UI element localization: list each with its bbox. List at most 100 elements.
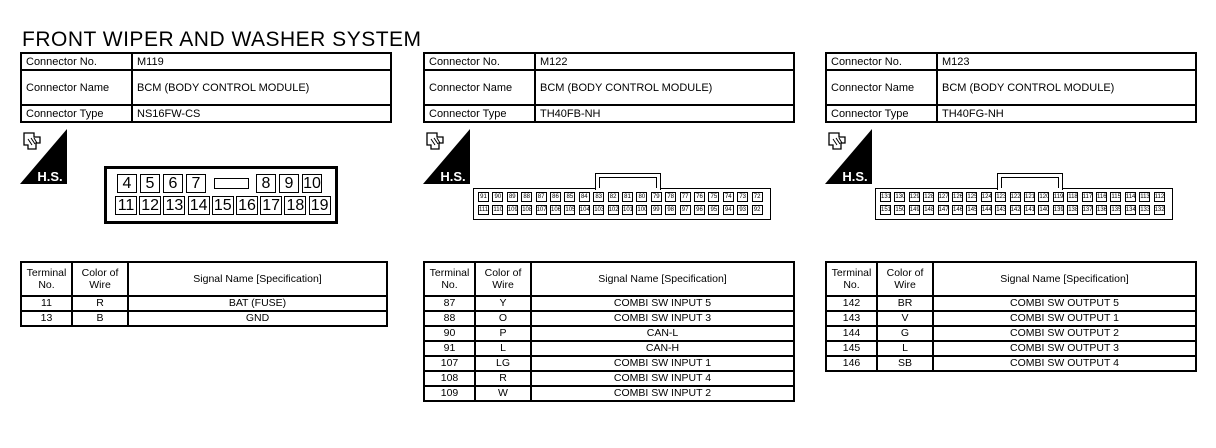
connector-latch [595, 173, 661, 190]
connector-pin: 8 [256, 174, 276, 193]
signal-name-cell: CAN-L [530, 325, 795, 342]
signal-name-header: Signal Name [Specification] [530, 261, 795, 297]
hs-label: H.S. [842, 169, 867, 184]
connector-no-label: Connector No. [423, 52, 536, 71]
connector-pin: 79 [650, 192, 662, 202]
connector-name-label: Connector Name [20, 69, 133, 106]
connector-pin: 116 [1096, 192, 1107, 202]
connector-name-value: BCM (BODY CONTROL MODULE) [534, 69, 795, 106]
connector-info-table: Connector No. M123 Connector Name BCM (B… [825, 52, 1197, 123]
connector-pin: 145 [966, 205, 978, 215]
connector-pin: 5 [140, 174, 160, 193]
connector-pin: 102 [607, 205, 619, 215]
connector-type-label: Connector Type [20, 104, 133, 123]
terminal-cell: 13 [20, 310, 73, 327]
connector-pin: 92 [751, 205, 763, 215]
table-row: 88 O COMBI SW INPUT 3 [423, 310, 795, 327]
wire-color-cell: W [474, 385, 532, 402]
connector-pin: 75 [708, 192, 720, 202]
connector-pin: 106 [550, 205, 561, 215]
connector-pin: 141 [1024, 205, 1035, 215]
table-row: 142 BR COMBI SW OUTPUT 5 [825, 295, 1197, 312]
connector-pin: 74 [722, 192, 734, 202]
connector-key [210, 174, 253, 193]
table-row: 143 V COMBI SW OUTPUT 1 [825, 310, 1197, 327]
connector-type-value: TH40FG-NH [936, 104, 1197, 123]
terminal-cell: 144 [825, 325, 878, 342]
connector-pin: 10 [302, 174, 322, 193]
terminal-cell: 107 [423, 355, 476, 372]
signal-name-cell: BAT (FUSE) [127, 295, 388, 312]
connector-pin: 109 [506, 205, 518, 215]
connector-pin: 110 [492, 205, 504, 215]
connector-pin: 105 [564, 205, 576, 215]
connector-pin: 108 [521, 205, 533, 215]
connector-pin: 119 [1052, 192, 1064, 202]
connector-type-value: NS16FW-CS [131, 104, 392, 123]
connector-pin: 90 [492, 192, 504, 202]
connector-no-label: Connector No. [825, 52, 938, 71]
connector-pin: 83 [593, 192, 605, 202]
terminal-cell: 142 [825, 295, 878, 312]
terminal-no-header: Terminal No. [20, 261, 73, 297]
connector-pin: 107 [535, 205, 547, 215]
connector-pin: 88 [521, 192, 533, 202]
connector-pin: 134 [1124, 205, 1136, 215]
connector-pin: 82 [607, 192, 619, 202]
table-row: 107 LG COMBI SW INPUT 1 [423, 355, 795, 372]
connector-pin: 99 [650, 205, 662, 215]
connector-pin: 139 [1052, 205, 1064, 215]
connector-no-label: Connector No. [20, 52, 133, 71]
connector-pin: 120 [1038, 192, 1050, 202]
connector-pin: 117 [1081, 192, 1093, 202]
connector-no-value: M123 [936, 52, 1197, 71]
signal-name-cell: COMBI SW OUTPUT 2 [932, 325, 1197, 342]
signal-table: Terminal No. Color of Wire Signal Name [… [20, 261, 388, 327]
signal-name-cell: COMBI SW OUTPUT 1 [932, 310, 1197, 327]
color-of-wire-header: Color of Wire [71, 261, 129, 297]
signal-name-cell: COMBI SW INPUT 4 [530, 370, 795, 387]
signal-table: Terminal No. Color of Wire Signal Name [… [825, 261, 1197, 372]
connector-pin: 142 [1009, 205, 1021, 215]
connector-pin: 118 [1067, 192, 1079, 202]
terminal-cell: 145 [825, 340, 878, 357]
connector-pin: 138 [1067, 205, 1079, 215]
color-of-wire-header: Color of Wire [474, 261, 532, 297]
connector-pin: 15 [211, 196, 234, 215]
table-row: 108 R COMBI SW INPUT 4 [423, 370, 795, 387]
wire-color-cell: R [474, 370, 532, 387]
signal-name-cell: COMBI SW INPUT 3 [530, 310, 795, 327]
wire-color-cell: LG [474, 355, 532, 372]
harness-side-icon: H.S. [825, 129, 872, 184]
connector-pin: 17 [260, 196, 283, 215]
connector-pin: 133 [1139, 205, 1151, 215]
connector-pin: 97 [679, 205, 691, 215]
connector-pin: 72 [751, 192, 763, 202]
connector-pin: 80 [636, 192, 648, 202]
signal-name-cell: COMBI SW INPUT 1 [530, 355, 795, 372]
connector-pin: 87 [535, 192, 547, 202]
connector-type-label: Connector Type [825, 104, 938, 123]
color-of-wire-header: Color of Wire [876, 261, 934, 297]
connector-pin: 13 [163, 196, 186, 215]
wire-color-cell: R [71, 295, 129, 312]
terminal-cell: 146 [825, 355, 878, 372]
table-row: 90 P CAN-L [423, 325, 795, 342]
terminal-cell: 88 [423, 310, 476, 327]
connector-type-value: TH40FB-NH [534, 104, 795, 123]
connector-pin: 94 [722, 205, 734, 215]
connector-pin: 78 [665, 192, 677, 202]
connector-pin: 140 [1038, 205, 1050, 215]
hs-label: H.S. [37, 169, 62, 184]
terminal-no-header: Terminal No. [423, 261, 476, 297]
wire-color-cell: L [474, 340, 532, 357]
signal-name-header: Signal Name [Specification] [127, 261, 388, 297]
connector-pin: 115 [1110, 192, 1122, 202]
connector-pin: 137 [1081, 205, 1093, 215]
connector-pin: 151 [880, 205, 891, 215]
harness-side-icon: H.S. [20, 129, 67, 184]
connector-panel-3: Connector No. M123 Connector Name BCM (B… [825, 52, 1197, 372]
connector-pin: 146 [952, 205, 963, 215]
connector-pin: 125 [966, 192, 978, 202]
connector-pin: 130 [894, 192, 906, 202]
